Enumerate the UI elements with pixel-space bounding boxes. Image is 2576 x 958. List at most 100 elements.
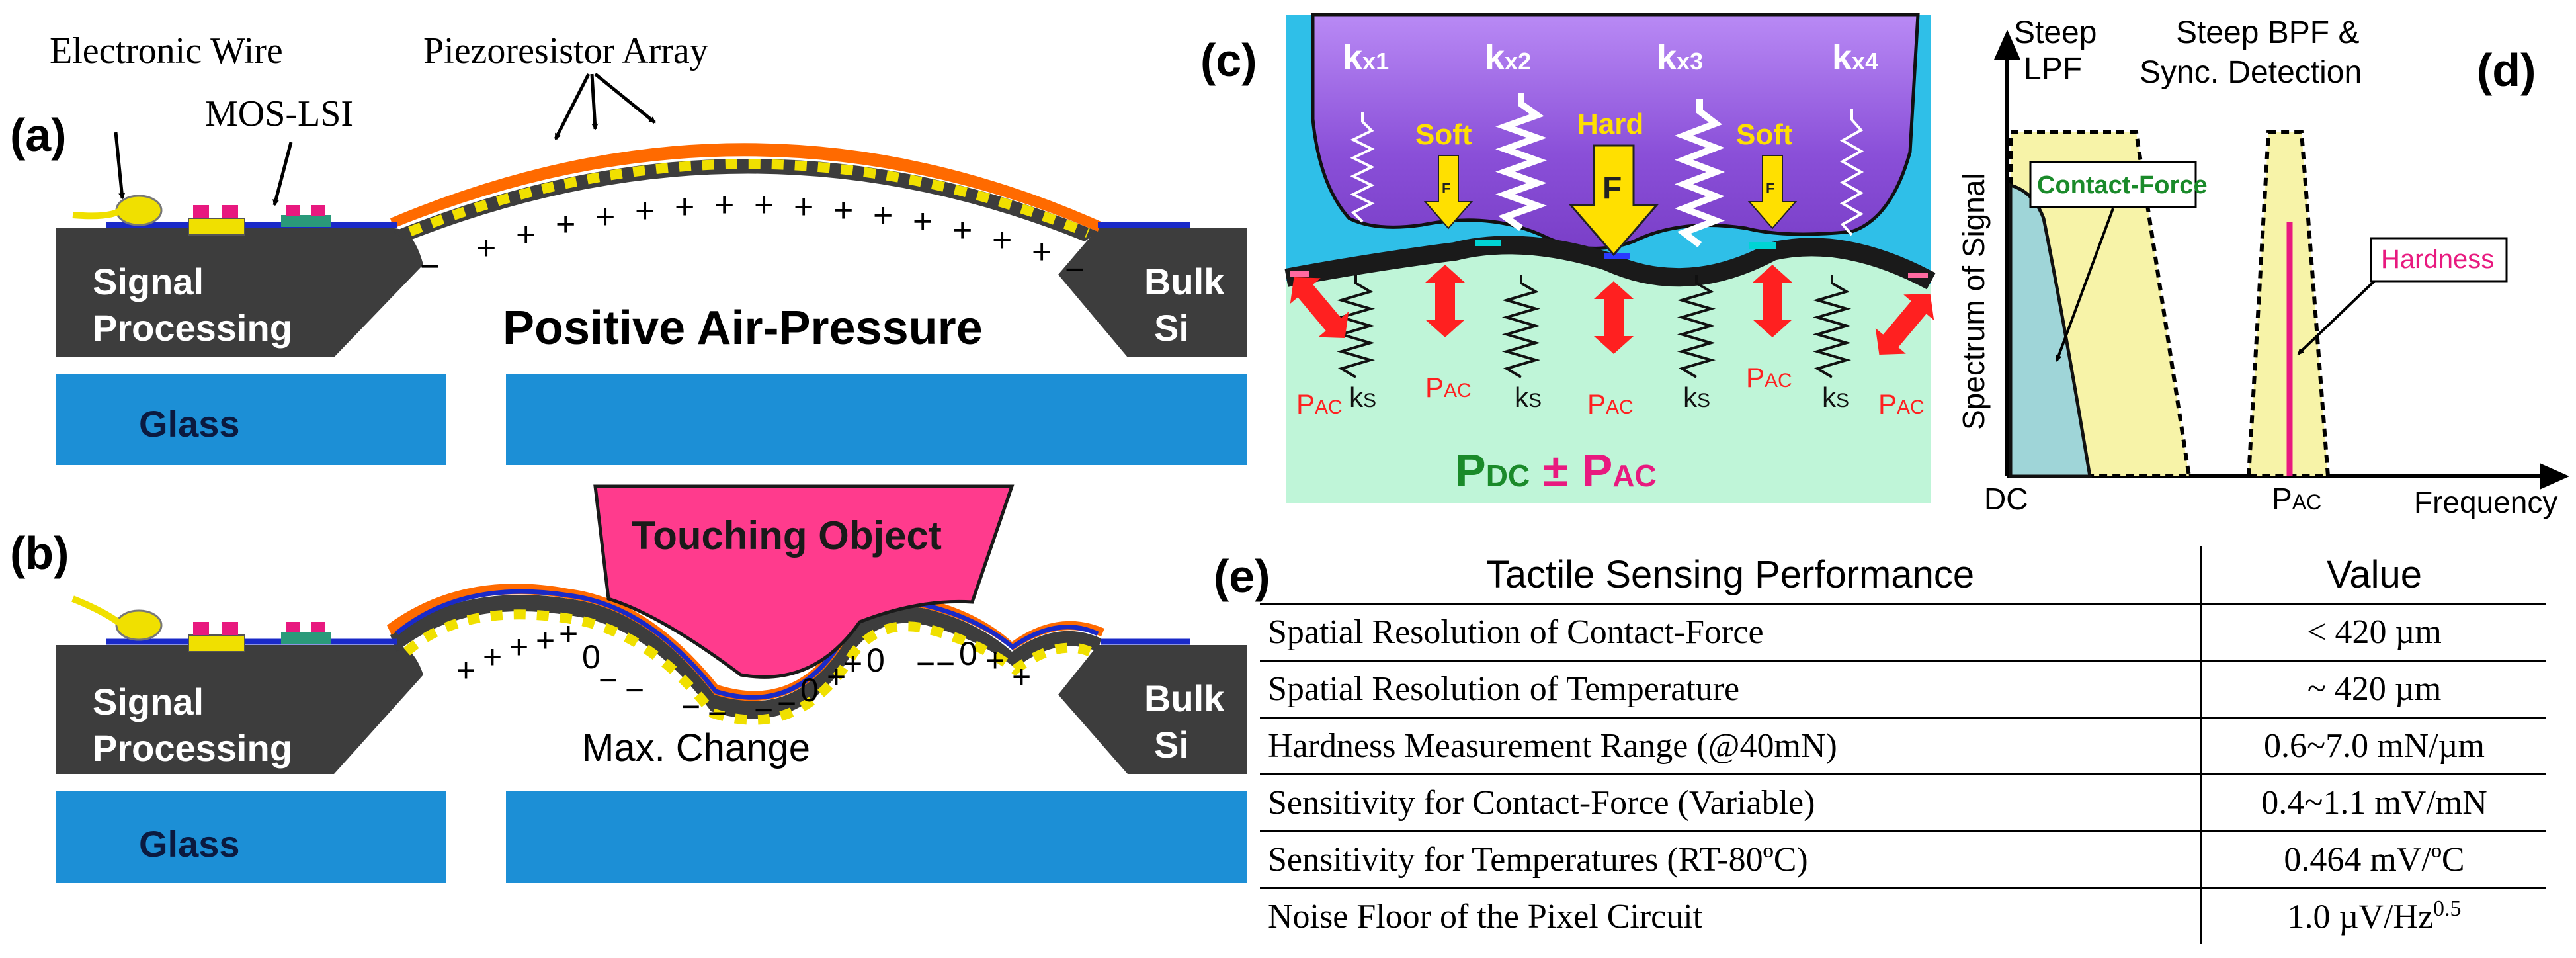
- contact-force-label: Contact-Force: [2037, 171, 2208, 199]
- bulk-si-label-1: Bulk: [1144, 261, 1225, 302]
- header-performance: Tactile Sensing Performance: [1260, 546, 2202, 605]
- minus-charge: −: [777, 685, 796, 722]
- row-value-text: 0.464 mV/ºC: [2284, 841, 2465, 879]
- row-value-text: 0.4~1.1 mV/mN: [2261, 784, 2487, 822]
- steep-lpf-label-1: Steep: [2014, 15, 2097, 50]
- plus-charge: +: [595, 198, 615, 236]
- row-value: 0.6~7.0 mN/µm: [2200, 717, 2546, 775]
- table-row: Spatial Resolution of Temperature~ 420 µ…: [1260, 660, 2546, 718]
- panel-a: (a) Glass Electronic Wire MOS-LSI Piezo: [10, 30, 1247, 465]
- signal-processing-label-b1: Signal: [93, 681, 204, 722]
- plus-charge: +: [675, 188, 694, 226]
- row-label: Spatial Resolution of Temperature: [1260, 660, 2202, 718]
- panel-b: (b) Glass Touching Object Signal Process…: [10, 484, 1247, 883]
- force-arrow-soft-left: [1423, 155, 1474, 230]
- glass-label: Glass: [139, 403, 240, 445]
- piezoresistor-array-a: [408, 159, 1090, 238]
- table-row: Noise Floor of the Pixel Circuit 1.0 µV/H…: [1260, 888, 2546, 944]
- pac-double-arrow: [1594, 281, 1634, 354]
- row-value: ~ 420 µm: [2200, 660, 2546, 718]
- charge-markers-b: +++++0−−−−−−0++0−−0++: [456, 615, 1031, 732]
- ks-label: kS: [1822, 382, 1849, 413]
- contact-force-box: [2029, 161, 2197, 208]
- plus-charge: +: [483, 638, 502, 675]
- plus-charge: +: [843, 645, 862, 682]
- spring-kx4: [1839, 109, 1864, 236]
- pac-double-arrow: [1425, 265, 1465, 337]
- plus-charge: +: [833, 191, 853, 230]
- row-value: 1.0 µV/Hz0.5: [2200, 888, 2546, 944]
- glass-block-right-b: [506, 791, 1247, 883]
- force-arrow-soft-right: [1747, 155, 1798, 230]
- row-value: 0.4~1.1 mV/mN: [2200, 774, 2546, 832]
- hard-label: Hard: [1577, 108, 1643, 140]
- row-label: Sensitivity for Contact-Force (Variable): [1260, 774, 2202, 832]
- minus-charge: −: [916, 645, 935, 682]
- plus-charge: +: [516, 216, 536, 254]
- row-value: < 420 µm: [2200, 603, 2546, 662]
- ks-label: kS: [1349, 382, 1376, 413]
- max-change-label: Max. Change: [582, 726, 810, 769]
- plus-charge: +: [913, 202, 933, 241]
- plus-charge: +: [476, 229, 496, 267]
- minus-charge: −: [681, 688, 700, 725]
- mos-component-1: [188, 218, 245, 236]
- zero-charge: 0: [582, 638, 601, 675]
- plus-charge: +: [536, 622, 555, 659]
- row-value-text: 1.0 µV/Hz: [2287, 898, 2434, 936]
- table-row: Sensitivity for Contact-Force (Variable)…: [1260, 774, 2546, 832]
- bulk-si-label-2: Si: [1154, 307, 1189, 349]
- plus-charge: +: [873, 196, 893, 235]
- row-label: Sensitivity for Temperatures (RT-80ºC): [1260, 831, 2202, 889]
- bond-ball-b: [115, 609, 163, 641]
- glass-label-b: Glass: [139, 823, 240, 865]
- zero-charge: 0: [959, 635, 977, 672]
- row-label: Noise Floor of the Pixel Circuit: [1268, 898, 1703, 936]
- table-header-row: Tactile Sensing Performance Value: [1260, 546, 2546, 605]
- zero-charge: 0: [800, 672, 819, 709]
- minus-charge: −: [754, 691, 773, 728]
- plus-charge: +: [1032, 233, 1052, 271]
- pac-double-arrow: [1875, 294, 1934, 355]
- plus-charge: +: [754, 186, 774, 224]
- pac-double-arrow: [1290, 277, 1349, 338]
- plus-charge: +: [714, 186, 734, 224]
- x-axis-label: Frequency: [2414, 485, 2557, 519]
- row-label: Spatial Resolution of Contact-Force: [1260, 603, 2202, 662]
- row-value-text: 0.6~7.0 mN/µm: [2264, 727, 2485, 765]
- glass-block-right: [506, 374, 1247, 465]
- table-row: Sensitivity for Temperatures (RT-80ºC) 0.…: [1260, 831, 2546, 889]
- plus-charge: +: [559, 615, 578, 652]
- minus-charge: −: [625, 672, 644, 709]
- substrate-right: [1058, 228, 1247, 357]
- pac-double-arrow: [1753, 265, 1792, 337]
- bond-wire-a: [72, 206, 125, 220]
- minus-charge: −: [420, 247, 440, 286]
- svg-text:F: F: [1766, 180, 1774, 196]
- row-value: 0.464 mV/ºC: [2200, 831, 2546, 889]
- springs-kx: [1350, 93, 1864, 247]
- substrate-right-b: [1058, 645, 1247, 774]
- ks-label: kS: [1515, 382, 1542, 413]
- panel-label-c: (c): [1200, 34, 1257, 86]
- kx-label: kx4: [1832, 38, 1878, 77]
- minus-charge: −: [936, 645, 955, 682]
- table-body: Spatial Resolution of Contact-Force< 420…: [1260, 603, 2546, 944]
- row-value-superscript: 0.5: [2433, 896, 2462, 922]
- diaphragm-orange: [390, 143, 1101, 232]
- glass-block-left: [56, 374, 446, 465]
- svg-text:F: F: [1442, 180, 1450, 196]
- minus-charge: −: [599, 662, 618, 699]
- pac-label: PAC: [1746, 362, 1792, 393]
- steep-bpf-label-1: Steep BPF &: [2176, 15, 2359, 50]
- panel-label-a: (a): [10, 109, 67, 161]
- spring-ks: [1336, 275, 1376, 378]
- substrate-left-b: [56, 645, 423, 774]
- force-arrow-hard: [1568, 144, 1659, 257]
- substrate-left: [56, 228, 423, 357]
- spring-kx2: [1495, 93, 1547, 232]
- touching-object-label: Touching Object: [632, 513, 942, 558]
- pdc-pac-label: PDC±PAC: [1455, 445, 1657, 496]
